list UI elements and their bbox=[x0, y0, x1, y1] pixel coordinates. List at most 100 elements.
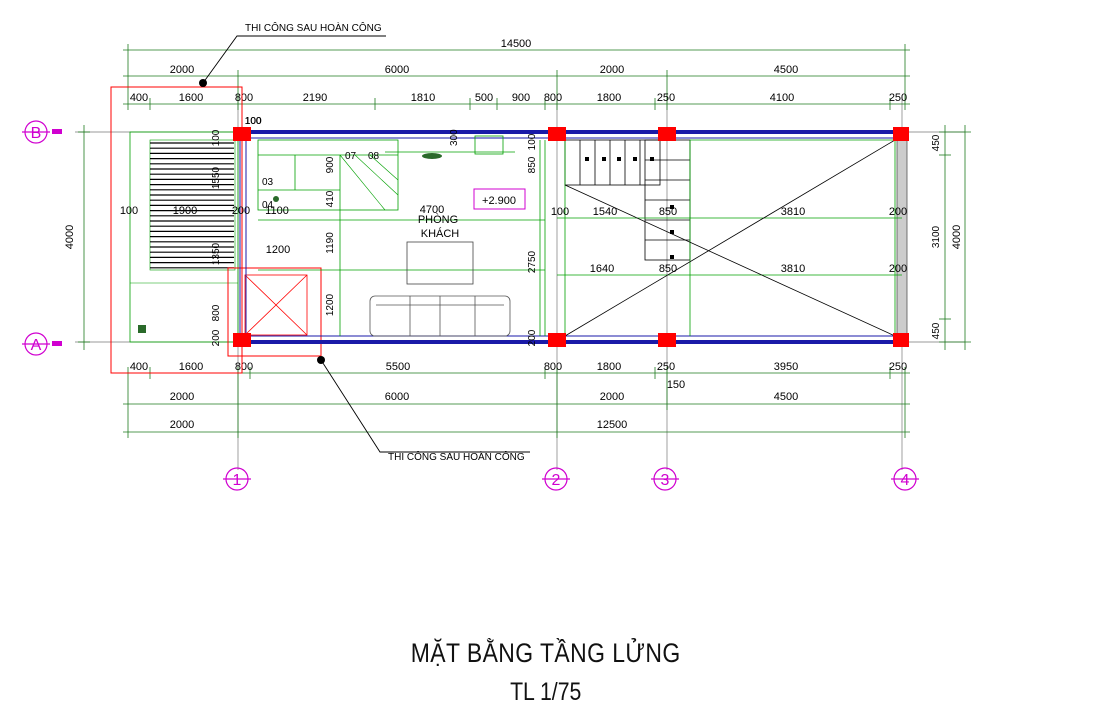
balcony-louvers bbox=[150, 142, 234, 269]
dim-right-row-lower: 3810 bbox=[781, 263, 805, 275]
dim-mid-vertical: 100 bbox=[527, 133, 538, 150]
note-leaders bbox=[202, 35, 530, 453]
dim-top-row2: 900 bbox=[512, 92, 530, 104]
balcony-small-square bbox=[138, 325, 146, 333]
dim-right-segment: 450 bbox=[931, 134, 942, 151]
wall-lines bbox=[238, 132, 907, 342]
stair-label: 04 bbox=[262, 200, 274, 211]
dim-right-overall: 4000 bbox=[951, 225, 963, 249]
drawing-scale: TL 1/75 bbox=[510, 678, 582, 706]
dim-stair-mid: 900 bbox=[325, 156, 336, 173]
dim-bottom-row1: 1800 bbox=[597, 361, 621, 373]
dim-bottom-row2: 4500 bbox=[774, 391, 798, 403]
dim-top-row2: 250 bbox=[889, 92, 907, 104]
side-dimension-chains bbox=[78, 125, 971, 350]
walls bbox=[238, 130, 902, 344]
dim-top-row2: 1810 bbox=[411, 92, 435, 104]
dim-right-row-upper: 850 bbox=[659, 206, 677, 218]
dim-right-row-lower: 200 bbox=[889, 263, 907, 275]
void-cross bbox=[244, 274, 308, 336]
grid-lines bbox=[75, 95, 965, 470]
axis-label-1: 1 bbox=[233, 472, 242, 489]
dim-top-row2: 1800 bbox=[597, 92, 621, 104]
dim-top-row2: 800 bbox=[544, 92, 562, 104]
room-width: 4700 bbox=[420, 204, 444, 216]
dim-right-segment: 3100 bbox=[931, 225, 942, 248]
dim-interior-h-left: 1900 bbox=[173, 205, 197, 217]
dim-bottom-row1: 3950 bbox=[774, 361, 798, 373]
dim-bottom-row1: 800 bbox=[544, 361, 562, 373]
dim-interior-v-left: 800 bbox=[211, 304, 222, 321]
note-bottom: THI CÔNG SAU HOÀN CÔNG bbox=[388, 450, 525, 463]
void-outline bbox=[227, 267, 322, 357]
tv-unit bbox=[422, 153, 442, 159]
interior-lines bbox=[257, 135, 546, 336]
columns bbox=[233, 127, 909, 347]
axis-tab bbox=[52, 129, 62, 134]
dim-interior-h-left: 200 bbox=[232, 205, 250, 217]
dim-right-row-upper: 200 bbox=[889, 206, 907, 218]
axis-label-4: 4 bbox=[901, 472, 910, 489]
void-inner bbox=[244, 274, 308, 336]
dim-top-row2: 250 bbox=[657, 92, 675, 104]
level-tag-box bbox=[473, 188, 526, 210]
dim-stair-mid: 1190 bbox=[325, 232, 336, 254]
note-top: THI CÔNG SAU HOÀN CÔNG bbox=[245, 21, 382, 34]
dim-bottom-row1: 250 bbox=[657, 361, 675, 373]
dim-right-row-upper: 100 bbox=[551, 206, 569, 218]
dim-top-row2: 500 bbox=[475, 92, 493, 104]
dim-bottom-row1: 1600 bbox=[179, 361, 203, 373]
dim-bottom-row3: 12500 bbox=[597, 419, 628, 431]
dim-bottom-row3: 2000 bbox=[170, 419, 194, 431]
dim-bottom-row2: 6000 bbox=[385, 391, 409, 403]
dim-right-segment: 450 bbox=[931, 322, 942, 339]
right-stair bbox=[564, 139, 691, 261]
bottom-dimension-chain bbox=[123, 367, 910, 438]
room-name-line1: PHÒNG bbox=[418, 213, 458, 226]
axis-bubbles bbox=[22, 120, 919, 491]
leader-dot bbox=[199, 79, 207, 87]
dim-top-row1: 6000 bbox=[385, 64, 409, 76]
stair-label: 100 bbox=[245, 116, 262, 127]
dim-top-row1: 2000 bbox=[170, 64, 194, 76]
dim-right-row-upper: 1540 bbox=[593, 206, 617, 218]
stair-label: 03 bbox=[262, 177, 274, 188]
leader-dot bbox=[317, 356, 325, 364]
right-interior-green bbox=[557, 139, 902, 336]
dim-mid-vertical: 2750 bbox=[527, 250, 538, 273]
dim-interior-v-left: 100 bbox=[211, 129, 222, 146]
axis-label-b: B bbox=[31, 125, 42, 142]
dim-interior-v-left: 200 bbox=[211, 329, 222, 346]
stair-markers bbox=[585, 157, 674, 259]
stair-label: 08 bbox=[368, 151, 380, 162]
axis-tab bbox=[52, 341, 62, 346]
axis-label-3: 3 bbox=[661, 472, 670, 489]
sofa bbox=[369, 295, 511, 337]
dim-interior-h-left: 100 bbox=[120, 205, 138, 217]
balcony-green-outline bbox=[129, 131, 239, 343]
dim-stair-mid: 410 bbox=[325, 190, 336, 207]
window-right bbox=[896, 139, 908, 335]
dim-right-row-lower: 850 bbox=[659, 263, 677, 275]
dim-top-row2: 2190 bbox=[303, 92, 327, 104]
dim-left-overall: 4000 bbox=[64, 225, 76, 249]
axis-label-a: A bbox=[31, 337, 42, 354]
dim-hall: 1200 bbox=[266, 244, 290, 256]
dim-top-row2: 800 bbox=[235, 92, 253, 104]
ceiling-light bbox=[273, 196, 279, 202]
level-tag: +2.900 bbox=[482, 195, 516, 207]
dim-top-row1: 4500 bbox=[774, 64, 798, 76]
dim-bottom-row1: 5500 bbox=[386, 361, 410, 373]
balcony-red-outline bbox=[110, 86, 243, 374]
dim-interior-v-left: 1550 bbox=[211, 166, 222, 189]
dim-top-row2: 400 bbox=[130, 92, 148, 104]
dim-stair-mid: 1200 bbox=[325, 293, 336, 316]
dim-bottom-row1: 250 bbox=[889, 361, 907, 373]
top-dimension-chain bbox=[123, 44, 910, 110]
dim-bottom-row2: 2000 bbox=[600, 391, 624, 403]
axis-label-2: 2 bbox=[552, 472, 561, 489]
stair-label: 07 bbox=[345, 151, 357, 162]
dim-top-row1: 2000 bbox=[600, 64, 624, 76]
dim-top-row2: 4100 bbox=[770, 92, 794, 104]
dim-top-row2: 1600 bbox=[179, 92, 203, 104]
